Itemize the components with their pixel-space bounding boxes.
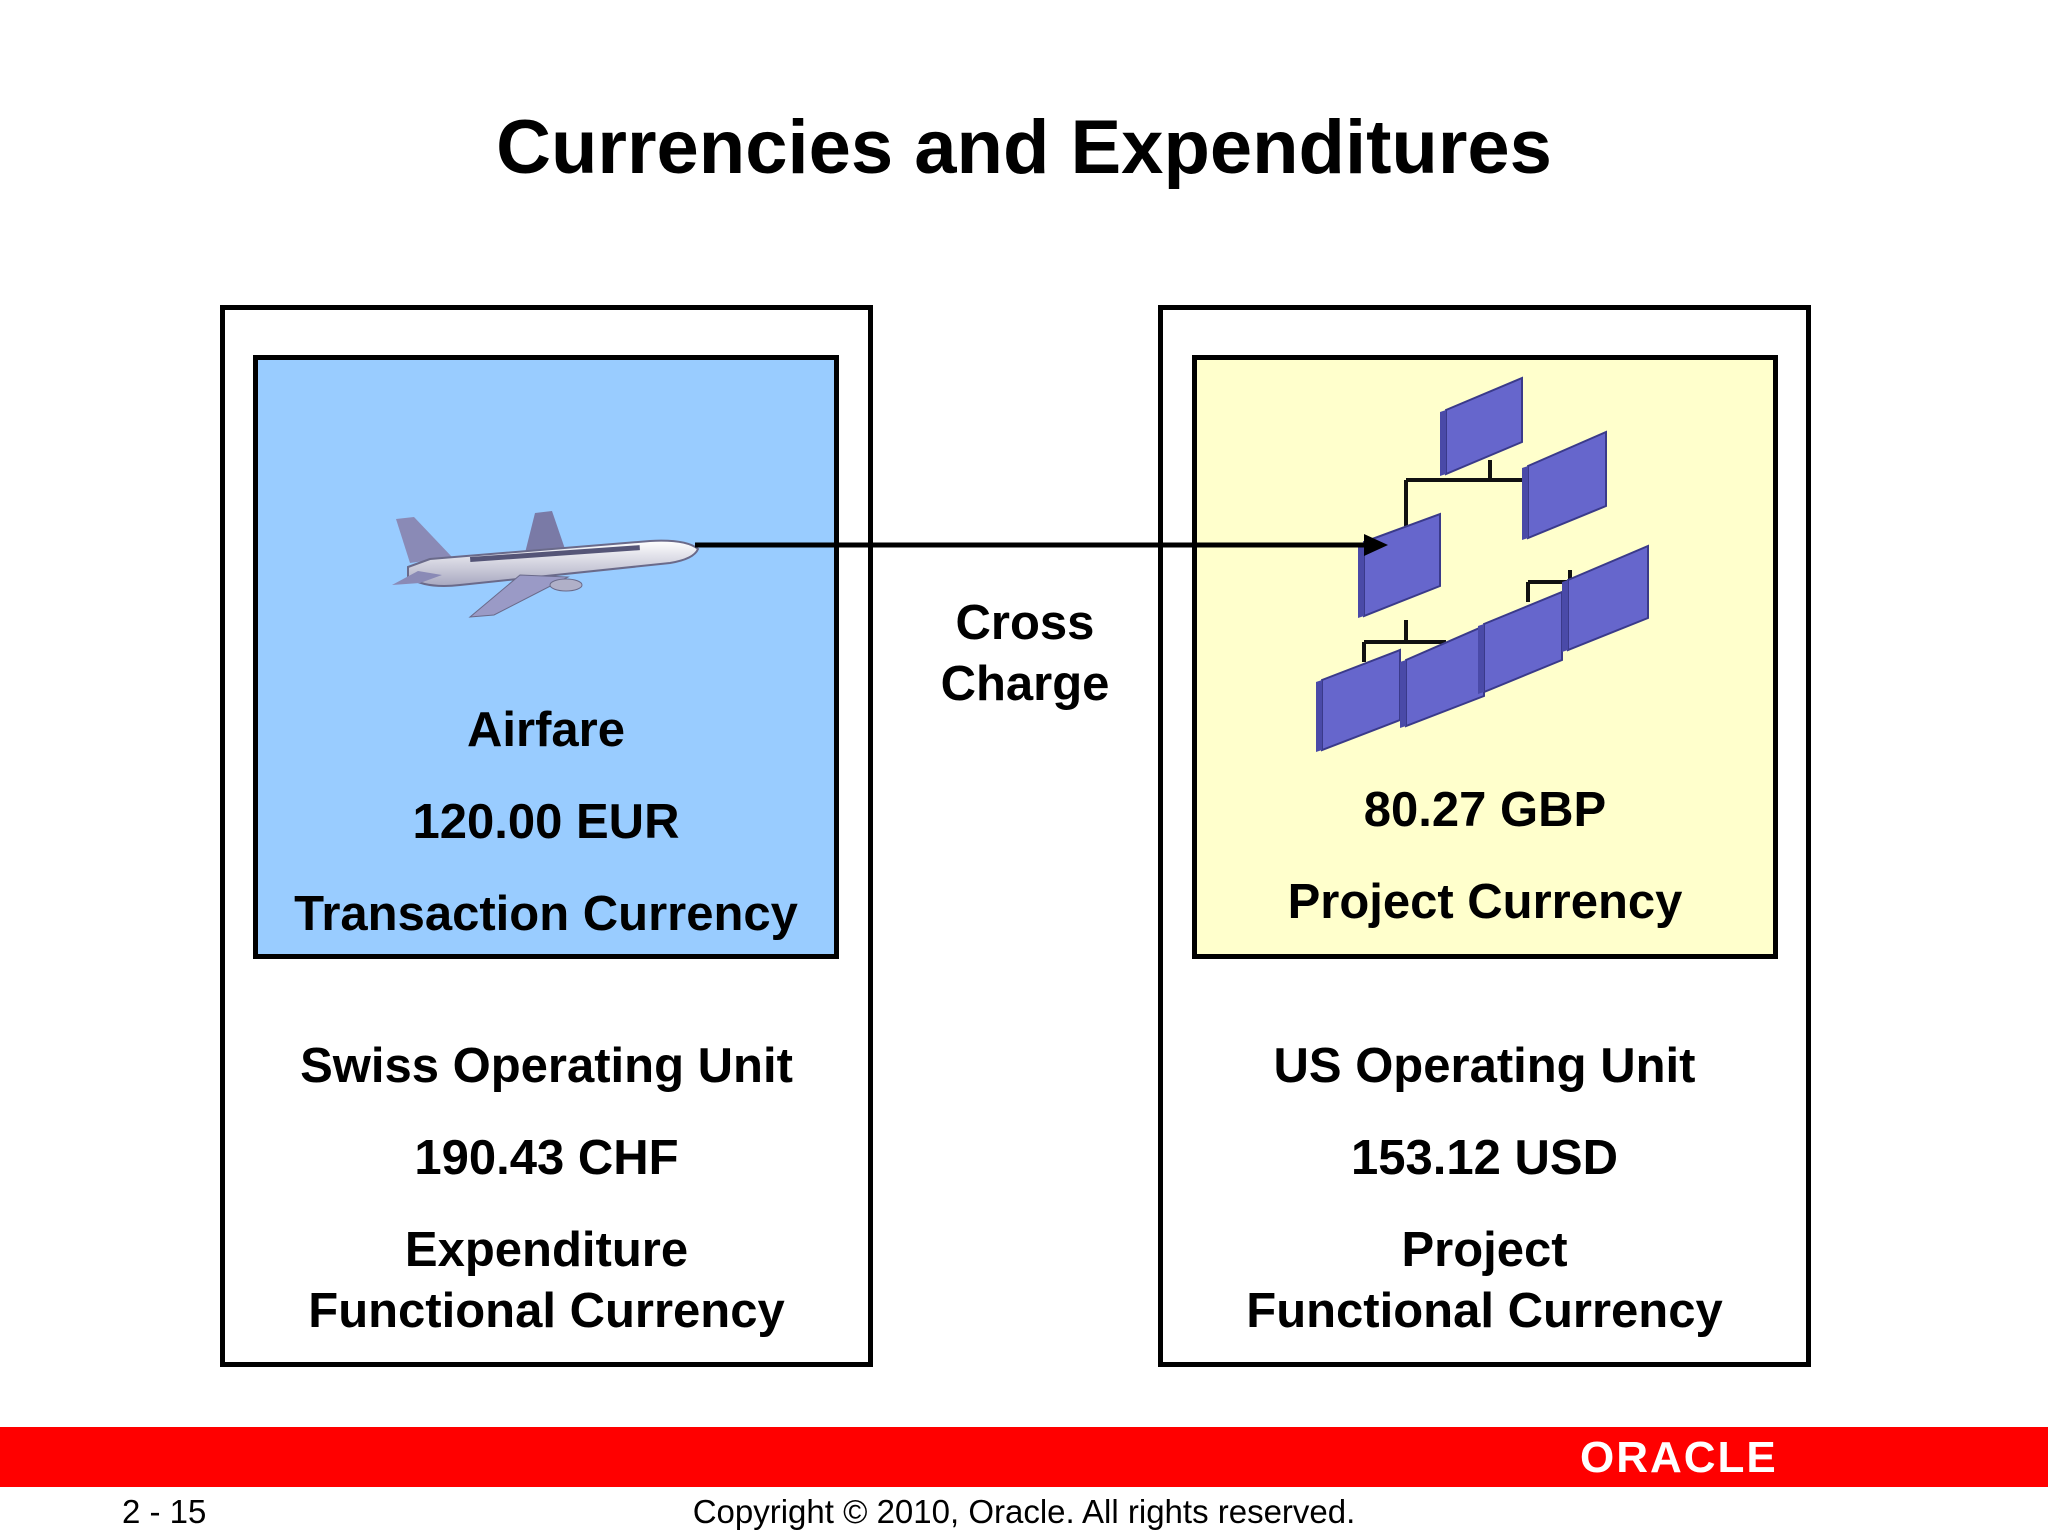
project-label-line1: Project — [1401, 1223, 1568, 1277]
project-functional-amount: 153.12 USD — [1351, 1131, 1618, 1185]
org-chart-icon — [1316, 376, 1649, 752]
oracle-logo-text: ORACLE — [1580, 1433, 1778, 1482]
transaction-currency-box — [253, 355, 839, 959]
project-functional-label: Project Functional Currency — [1158, 1220, 1811, 1342]
transaction-currency-label: Transaction Currency — [294, 887, 798, 941]
expenditure-functional-label: Expenditure Functional Currency — [220, 1220, 873, 1342]
cross-charge-label: Cross Charge — [905, 593, 1145, 715]
airplane-icon — [392, 511, 700, 618]
cross-charge-line2: Charge — [940, 657, 1110, 711]
project-label-line2: Functional Currency — [1246, 1284, 1723, 1338]
copyright: Copyright © 2010, Oracle. All rights res… — [692, 1493, 1356, 1530]
oracle-logo: ORACLE — [1580, 1433, 1778, 1482]
footer-band — [0, 1427, 2048, 1487]
expenditure-label-line2: Functional Currency — [308, 1284, 785, 1338]
us-unit-label: US Operating Unit — [1273, 1039, 1696, 1093]
expenditure-functional-amount: 190.43 CHF — [414, 1131, 679, 1185]
item-label: Airfare — [467, 703, 625, 757]
expenditure-label-line1: Expenditure — [404, 1223, 689, 1277]
project-amount: 80.27 GBP — [1363, 783, 1607, 837]
cross-charge-line1: Cross — [955, 596, 1095, 650]
project-currency-label: Project Currency — [1287, 875, 1683, 929]
page-number: 2 - 15 — [122, 1493, 207, 1530]
transaction-amount: 120.00 EUR — [412, 795, 680, 849]
slide-title: Currencies and Expenditures — [496, 105, 1552, 190]
swiss-unit-label: Swiss Operating Unit — [300, 1039, 793, 1093]
